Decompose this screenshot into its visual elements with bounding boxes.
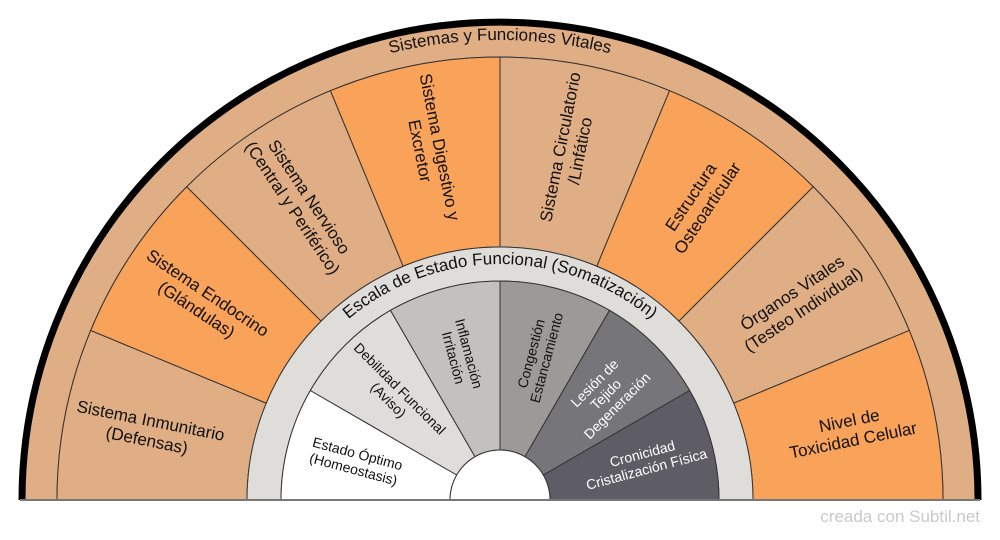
hub-circle bbox=[449, 449, 551, 501]
center-hub bbox=[449, 449, 551, 501]
outer-segments: Sistema Inmunitario(Defensas)Sistema End… bbox=[56, 56, 944, 501]
credit-text: creada con Subtil.net bbox=[820, 507, 980, 526]
rim-stroke bbox=[18, 18, 982, 501]
inner-segments: Estado Óptimo(Homeostasis)Debilidad Func… bbox=[280, 280, 720, 501]
